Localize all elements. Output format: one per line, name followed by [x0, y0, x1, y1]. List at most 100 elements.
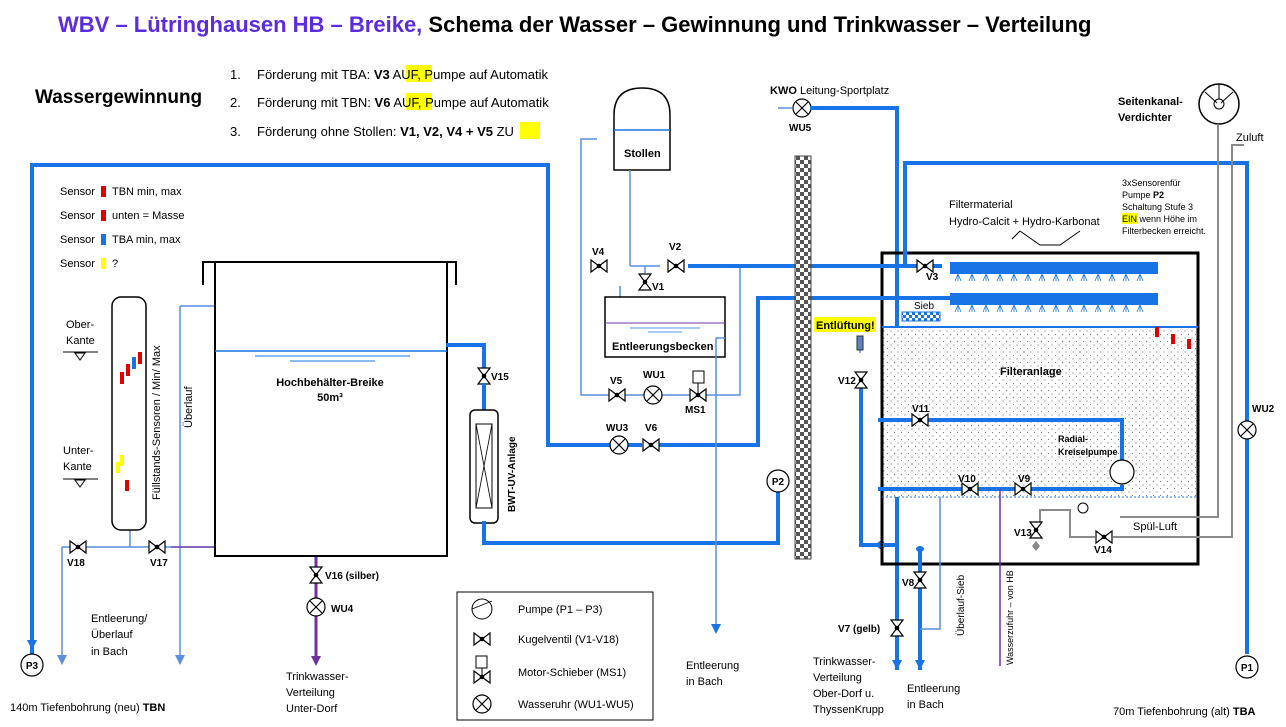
title-prefix: WBV – Lütringhausen HB – Breike, — [58, 12, 422, 37]
filter-unit: Filteranlage Sieb Radial- Kreiselpumpe — [878, 251, 1200, 566]
ober-kante-marker: Ober- Kante — [63, 319, 98, 361]
filtermaterial-label: Filtermaterial — [949, 199, 1013, 211]
entleerung-ueberlauf-label: in Bach — [91, 646, 128, 658]
entleerung-bach-label: Entleerung — [907, 683, 960, 695]
kwo-label: KWO Leitung-Sportplatz — [770, 85, 889, 97]
water-meter-icon — [1237, 420, 1257, 440]
filteranlage-label: Filteranlage — [1000, 366, 1062, 378]
title-rest: Schema der Wasser – Gewinnung und Trinkw… — [422, 12, 1091, 37]
trinkwasser-ober-label: ThyssenKrupp — [813, 704, 884, 716]
ball-valve-icon — [1095, 530, 1113, 544]
legend-pumpe: Pumpe (P1 – P3) — [518, 604, 602, 616]
step-2-text: Förderung mit TBN: V6 AUF, Pumpe auf Aut… — [257, 95, 549, 110]
ball-valve-icon — [642, 438, 660, 452]
valve-label-v4: V4 — [592, 247, 605, 258]
sensor-label: Sensor — [60, 210, 95, 222]
motor-valve-icon — [689, 370, 707, 402]
ball-valve-icon — [1029, 521, 1043, 539]
entleerung-bach-label: Entleerung — [686, 660, 739, 672]
pump-icon — [1109, 459, 1135, 485]
legend-wasseruhr: Wasseruhr (WU1-WU5) — [518, 699, 634, 711]
valve-label-v6: V6 — [645, 423, 658, 434]
water-meter-icon — [306, 597, 326, 617]
seitenkanal-verdichter: Seitenkanal- Verdichter — [1118, 83, 1240, 125]
sensor-desc: unten = Masse — [112, 210, 184, 222]
valve-label-v1: V1 — [652, 282, 665, 293]
valve-label-v8: V8 — [902, 578, 915, 589]
step-3-highlight — [520, 122, 540, 139]
wassergewinnung-heading: Wassergewinnung — [35, 87, 202, 108]
sensor-desc: TBA min, max — [112, 234, 181, 246]
sensors-note: 3xSensorenfür Pumpe P2 Schaltung Stufe 3… — [1122, 178, 1206, 236]
valve-label-v5: V5 — [610, 376, 623, 387]
motor-valve-label-ms1: MS1 — [685, 405, 706, 416]
trinkwasser-ober-label: Trinkwasser- — [813, 656, 876, 668]
entleerung-bach-label: in Bach — [686, 676, 723, 688]
filtermaterial-label: Hydro-Calcit + Hydro-Karbonat — [949, 216, 1100, 228]
ober-kante-label: Ober- — [66, 319, 94, 331]
bwt-uv-unit: V15 BWT-UV-Anlage — [446, 343, 780, 545]
ball-valve-icon — [916, 259, 934, 273]
sensors-note-line: Pumpe P2 — [1122, 190, 1164, 200]
step-1-text: Förderung mit TBA: V3 AUF, Pumpe auf Aut… — [257, 67, 548, 82]
tba-label: 70m Tiefenbohrung (alt) TBA — [1113, 706, 1256, 718]
step-1-num: 1. — [230, 67, 241, 82]
stollen-label: Stollen — [624, 148, 661, 160]
valve-label-v15: V15 — [491, 372, 509, 383]
step-1-highlight — [406, 65, 432, 82]
stollen-tank: Stollen — [613, 87, 671, 266]
bwt-label: BWT-UV-Anlage — [507, 436, 518, 512]
wasserzufuhr-label: Wasserzufuhr – von HB — [1005, 570, 1015, 665]
trinkwasser-unter-label: Verteilung — [286, 687, 335, 699]
entleerung-bach-label: in Bach — [907, 699, 944, 711]
unter-kante-label: Unter- — [63, 445, 94, 457]
trinkwasser-ober-label: Ober-Dorf u. — [813, 688, 874, 700]
trinkwasser-ober-label: Verteilung — [813, 672, 862, 684]
sensor-yellow-swatch — [101, 258, 106, 269]
pump-label-p1: P1 — [1241, 663, 1254, 674]
entleerungsbecken — [604, 296, 726, 358]
sensor-label: Sensor — [60, 258, 95, 270]
meter-label-wu1: WU1 — [643, 370, 666, 381]
entlueftung-label: Entlüftung! — [816, 320, 875, 332]
ball-valve-icon — [148, 540, 166, 554]
gauge-icon — [1077, 502, 1089, 514]
step-2-highlight — [406, 93, 432, 110]
step-3-num: 3. — [230, 124, 241, 139]
valve-label-v9: V9 — [1018, 474, 1031, 485]
seitenkanal-label: Verdichter — [1118, 112, 1173, 124]
ueberlauf-sieb-label: Überlauf-Sieb — [955, 574, 967, 636]
motor-valve-icon — [473, 655, 491, 684]
meter-label-wu3: WU3 — [606, 423, 629, 434]
radial-label: Kreiselpumpe — [1058, 447, 1118, 457]
sensors-note-line: EIN wenn Höhe im — [1122, 214, 1197, 224]
trinkwasser-unter-label: Trinkwasser- — [286, 671, 349, 683]
valve-label-v16: V16 (silber) — [325, 571, 379, 582]
hochbehaelter-label: Hochbehälter-Breike — [276, 377, 384, 389]
water-meter-icon — [609, 435, 629, 455]
filter-media — [882, 327, 1198, 497]
step-3: 3. Förderung ohne Stollen: V1, V2, V4 + … — [230, 122, 540, 139]
ball-valve-icon — [69, 540, 87, 554]
entleerung-ueberlauf-label: Entleerung/ — [91, 613, 148, 625]
valve-label-v18: V18 — [67, 558, 85, 569]
valve-label-v11: V11 — [912, 404, 930, 415]
sieb-label: Sieb — [914, 301, 934, 312]
sensor-red-swatch — [101, 210, 106, 221]
legend-motor-schieber: Motor-Schieber (MS1) — [518, 667, 626, 679]
trinkwasser-unter-label: Unter-Dorf — [286, 703, 338, 715]
sensor-label: Sensor — [60, 234, 95, 246]
ball-valve-icon — [854, 371, 868, 389]
step-2-num: 2. — [230, 95, 241, 110]
pump-icon — [471, 598, 493, 620]
ball-valve-icon — [913, 571, 927, 589]
zuluft-label: Zuluft — [1236, 132, 1264, 144]
meter-label-wu4: WU4 — [331, 604, 354, 615]
pump-label-p3: P3 — [26, 661, 39, 672]
sensor-blue-swatch — [101, 234, 106, 245]
legend-kugelventil: Kugelventil (V1-V18) — [518, 634, 619, 646]
step-3-text: Förderung ohne Stollen: V1, V2, V4 + V5 … — [257, 124, 514, 139]
meter-label-wu5: WU5 — [789, 123, 812, 134]
valve-label-v10: V10 — [958, 474, 976, 485]
